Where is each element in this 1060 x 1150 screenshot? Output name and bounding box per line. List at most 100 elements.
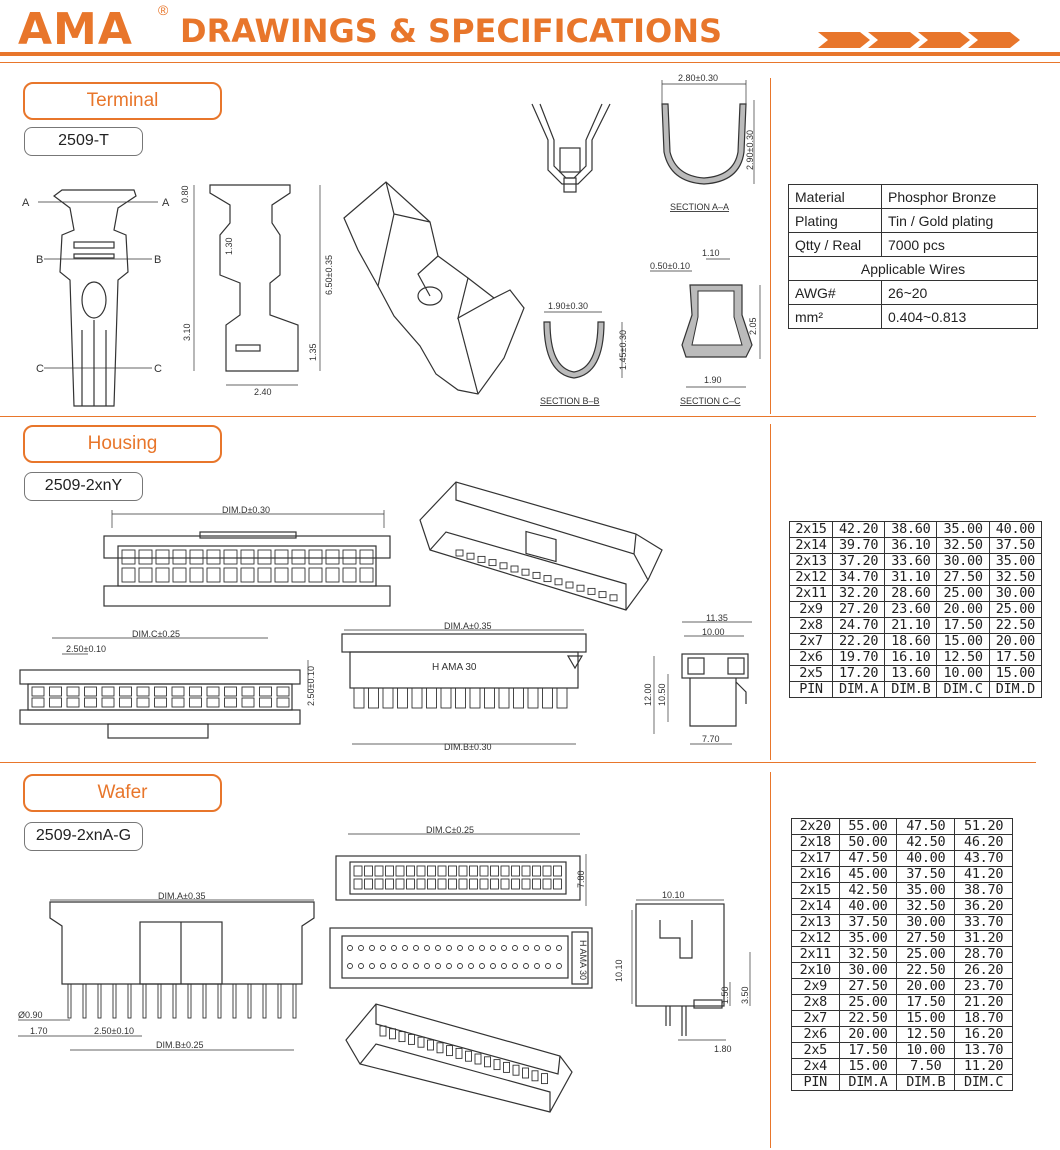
pin	[217, 983, 222, 1019]
table-cell: 27.20	[831, 601, 886, 618]
table-cell: 36.10	[884, 537, 938, 554]
contact-cell	[240, 549, 255, 565]
contact-slot	[498, 687, 510, 709]
contact-cell	[66, 686, 80, 697]
hole	[556, 945, 562, 951]
table-cell: 23.60	[884, 601, 938, 618]
contact-cell	[565, 581, 574, 589]
hole	[435, 963, 441, 969]
terminal-section-a-a: 2.80±0.30 2.90±0.30 SECTION A–A	[661, 73, 755, 212]
table-cell: 30.00	[838, 962, 898, 979]
table-cell: 55.00	[838, 818, 898, 835]
dim-label: 1.70	[30, 1026, 48, 1036]
hole	[358, 963, 364, 969]
wafer-3d-view	[345, 1003, 573, 1113]
contact-cell	[398, 1031, 406, 1043]
dim-label: 1.80	[714, 1044, 732, 1054]
table-cell: 17.20	[831, 665, 886, 682]
hole	[347, 963, 353, 969]
contact-cell	[353, 865, 363, 877]
table-cell: 16.10	[884, 649, 938, 666]
table-cell: 50.00	[838, 834, 898, 851]
contact-cell	[364, 865, 373, 877]
contact-cell	[325, 567, 340, 583]
contact-cell	[521, 865, 531, 877]
table-cell: 32.50	[896, 898, 956, 915]
table-cell: 33.60	[884, 553, 938, 570]
section-title: SECTION C–C	[680, 396, 741, 406]
table-cell: 35.00	[838, 930, 898, 947]
wafer-bottom-view: H AMA 30	[329, 927, 593, 989]
table-cell: DIM.B	[884, 681, 938, 698]
wafer-top-view: DIM.C±0.25 7.80	[335, 826, 587, 906]
table-cell: 32.50	[936, 537, 990, 554]
terminal-side-view: 0.80 1.30 6.50±0.35 3.10 1.35 2.40	[180, 184, 334, 397]
page-title: DRAWINGS & SPECIFICATIONS	[180, 12, 723, 50]
table-cell: 37.20	[831, 553, 886, 570]
contact-cell	[521, 568, 530, 576]
pin	[82, 983, 87, 1019]
contact-cell	[446, 1045, 453, 1057]
dim-label: DIM.B±0.25	[156, 1040, 203, 1050]
contact-slot	[469, 687, 481, 709]
table-cell: 37.50	[896, 866, 956, 883]
table-cell: 31.20	[954, 930, 1013, 947]
contact-cell	[427, 865, 436, 877]
table-cell: 39.70	[831, 537, 886, 554]
contact-cell	[121, 567, 136, 583]
table-cell: 37.50	[838, 914, 898, 931]
contact-cell	[448, 865, 457, 877]
table-cell: 13.60	[884, 665, 938, 682]
table-cell: 10.00	[936, 665, 990, 682]
contact-cell	[353, 878, 363, 890]
dim-label: 7.80	[576, 870, 586, 888]
table-cell: 32.20	[831, 585, 886, 602]
contact-cell	[609, 594, 618, 602]
dim-label: 11.35	[706, 613, 728, 623]
dim-label: DIM.C±0.25	[426, 826, 474, 835]
contact-cell	[576, 584, 585, 592]
contact-cell	[308, 567, 323, 583]
hole	[369, 963, 375, 969]
hole	[347, 945, 353, 951]
hole	[391, 945, 397, 951]
model-number-wafer: 2509-2xnA-G	[24, 822, 143, 851]
housing-3d-view	[419, 481, 663, 611]
table-cell: 17.50	[988, 649, 1043, 666]
contact-cell	[257, 549, 272, 565]
contact-cell	[436, 1042, 444, 1054]
contact-slot	[440, 687, 452, 709]
contact-cell	[541, 1073, 548, 1085]
contact-cell	[66, 697, 80, 708]
hole	[545, 945, 551, 951]
contact-cell	[532, 878, 541, 890]
section-mark: C	[36, 363, 44, 375]
contact-cell	[465, 1050, 472, 1062]
contact-cell	[172, 567, 187, 583]
table-cell: 42.50	[896, 834, 956, 851]
contact-cell	[259, 697, 272, 708]
table-cell: 2x12	[789, 569, 833, 586]
registered-mark: ®	[158, 2, 169, 18]
contact-slot	[527, 687, 539, 709]
contact-cell	[154, 697, 167, 708]
wafer-3d-cells	[379, 1025, 548, 1085]
hole	[402, 963, 408, 969]
hole	[534, 963, 540, 969]
table-cell: 25.00	[896, 946, 956, 963]
contact-slot	[556, 687, 568, 709]
dim-label: 0.50±0.10	[650, 261, 690, 271]
housing-top-contacts	[121, 549, 374, 583]
column-divider	[770, 78, 771, 414]
contact-cell	[359, 549, 374, 565]
contact-cell	[427, 878, 436, 890]
table-cell: 26.20	[954, 962, 1013, 979]
dim-label: 2.50±0.10	[66, 644, 106, 654]
table-cell: 18.60	[884, 633, 938, 650]
